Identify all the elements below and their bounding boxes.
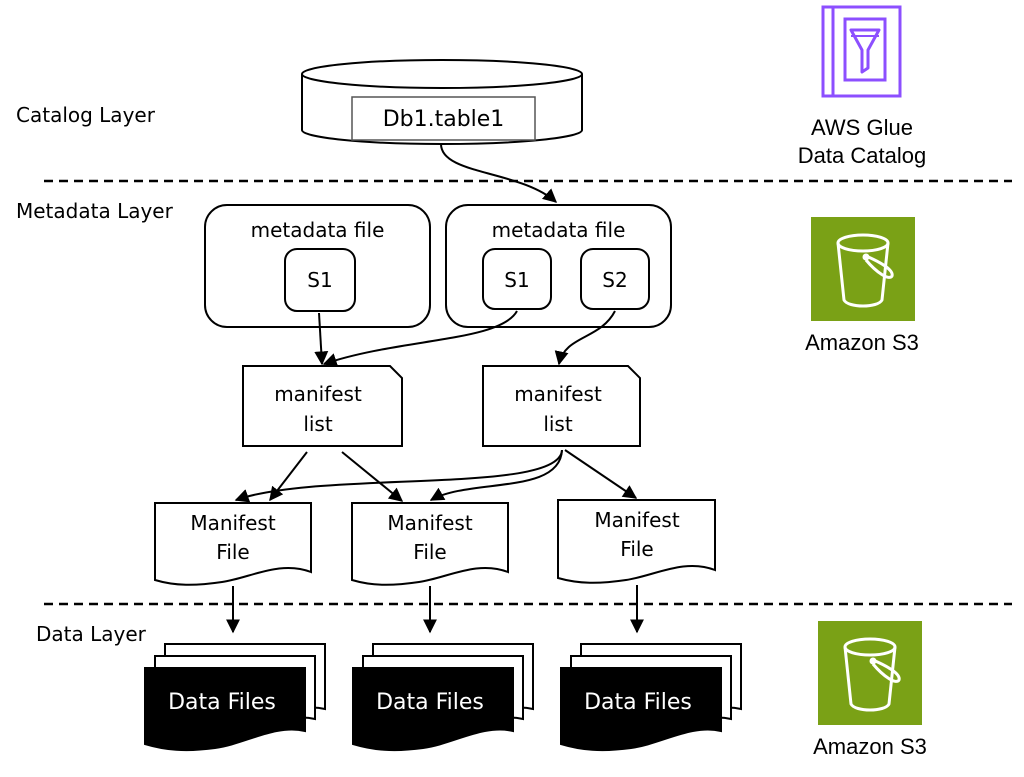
glue-data-catalog-icon (821, 5, 902, 98)
catalog-table-name: Db1.table1 (383, 107, 505, 132)
manifest-list-to-manifest-file-arrow (234, 449, 563, 503)
glue-service-label: AWS Glue (811, 115, 913, 140)
catalog-to-metadata-arrow (440, 143, 558, 203)
snapshot-box (284, 248, 356, 312)
svg-text:File: File (216, 540, 249, 564)
snapshot-box (580, 248, 650, 310)
svg-text:File: File (620, 537, 653, 561)
data-files-stack-2: Data Files (352, 643, 534, 752)
glue-service-label: Data Catalog (798, 143, 926, 168)
catalog-layer-label: Catalog Layer (16, 103, 156, 127)
metadata-file-2: metadata file S1 S2 (445, 204, 672, 328)
s2-to-manifest-list-arrow (554, 310, 616, 366)
snapshot-label: S1 (307, 268, 332, 292)
data-files-label: Data Files (584, 690, 692, 715)
data-files-stack-1: Data Files (144, 643, 326, 752)
manifest-file-2: Manifest File (351, 502, 509, 586)
manifest-list-1: manifest list (242, 365, 403, 447)
manifest-file-1: Manifest File (154, 502, 312, 586)
s3-service-label: Amazon S3 (813, 734, 927, 759)
s1-to-manifest-list-arrow (322, 310, 518, 367)
data-files-stack-3: Data Files (560, 643, 742, 752)
metadata-file-label: metadata file (492, 218, 626, 242)
svg-text:manifest: manifest (514, 382, 602, 406)
svg-text:list: list (303, 412, 333, 436)
s1-to-manifest-list-arrow (314, 312, 329, 366)
data-files-label: Data Files (168, 690, 276, 715)
data-files-label: Data Files (376, 690, 484, 715)
s3-service-label: Amazon S3 (805, 330, 919, 355)
svg-text:Manifest: Manifest (190, 511, 276, 535)
svg-text:list: list (543, 412, 573, 436)
manifest-list-to-manifest-file-arrow (429, 449, 563, 501)
manifest-list-to-manifest-file-arrow (269, 451, 308, 502)
s3-bucket-icon (811, 217, 915, 321)
metadata-file-1: metadata file S1 (204, 204, 431, 328)
manifest-list-2: manifest list (482, 365, 641, 447)
catalog-cylinder: Db1.table1 (301, 59, 583, 145)
svg-text:File: File (413, 540, 446, 564)
manifest-list-to-manifest-file-arrow (341, 451, 404, 502)
metadata-layer-label: Metadata Layer (16, 199, 174, 223)
svg-text:manifest: manifest (274, 382, 362, 406)
metadata-file-label: metadata file (251, 218, 385, 242)
s3-bucket-icon (818, 621, 922, 725)
snapshot-box (482, 248, 552, 310)
data-layer-label: Data Layer (36, 622, 147, 646)
snapshot-label: S1 (504, 268, 529, 292)
manifest-list-to-manifest-file-arrow (564, 449, 638, 499)
snapshot-label: S2 (602, 268, 627, 292)
svg-text:Manifest: Manifest (387, 511, 473, 535)
manifest-file-3: Manifest File (557, 499, 716, 584)
svg-text:Manifest: Manifest (594, 508, 680, 532)
